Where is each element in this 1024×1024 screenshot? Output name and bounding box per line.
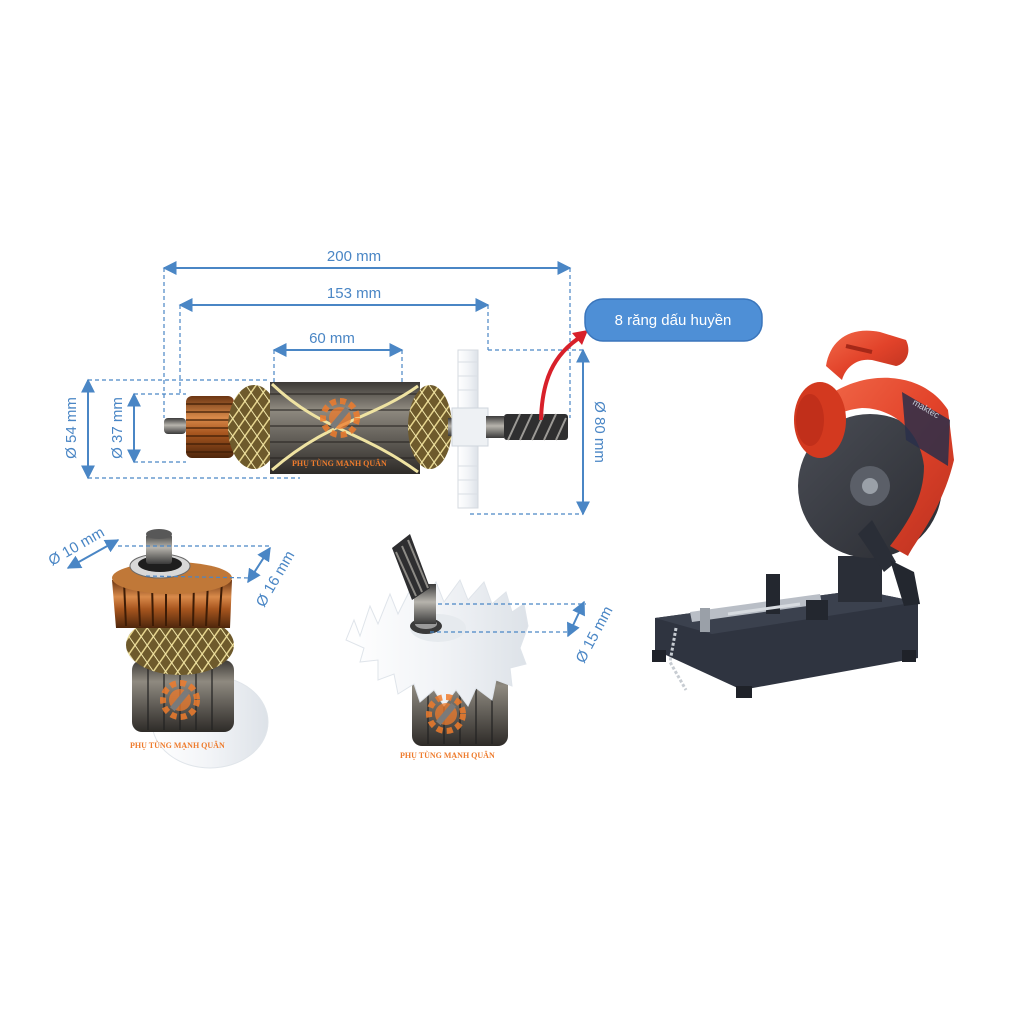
dim-60: 60 mm <box>309 330 355 347</box>
gear-teeth-callout: 8 răng dấu huyền <box>539 298 763 421</box>
dim-d16: Ø 16 mm <box>253 548 299 610</box>
watermark-brand-3: PHỤ TÙNG MẠNH QUÂN <box>400 750 495 760</box>
dim-d54: Ø 54 mm <box>63 397 80 459</box>
dimension-lines-end-view <box>66 539 271 584</box>
watermark-brand: PHỤ TÙNG MẠNH QUÂN <box>292 458 387 468</box>
callout-label: 8 răng dấu huyền <box>615 312 732 329</box>
armature-side-view: PHỤ TÙNG MẠNH QUÂN <box>164 349 568 509</box>
dim-d37: Ø 37 mm <box>109 397 126 459</box>
watermark-brand-2: PHỤ TÙNG MẠNH QUÂN <box>130 740 225 750</box>
dim-d80: Ø 80 mm <box>591 401 608 463</box>
dimension-labels: 200 mm 153 mm 60 mm Ø 54 mm Ø 37 mm Ø 80… <box>63 248 608 463</box>
dimension-lines-gear-view <box>430 600 586 638</box>
armature-commutator-end-view: PHỤ TÙNG MẠNH QUÂN <box>112 529 269 769</box>
armature-gear-end-view: PHỤ TÙNG MẠNH QUÂN <box>345 534 529 760</box>
dim-153: 153 mm <box>327 285 381 302</box>
cut-off-saw-image: maktec <box>652 330 954 698</box>
dim-200: 200 mm <box>327 248 381 265</box>
